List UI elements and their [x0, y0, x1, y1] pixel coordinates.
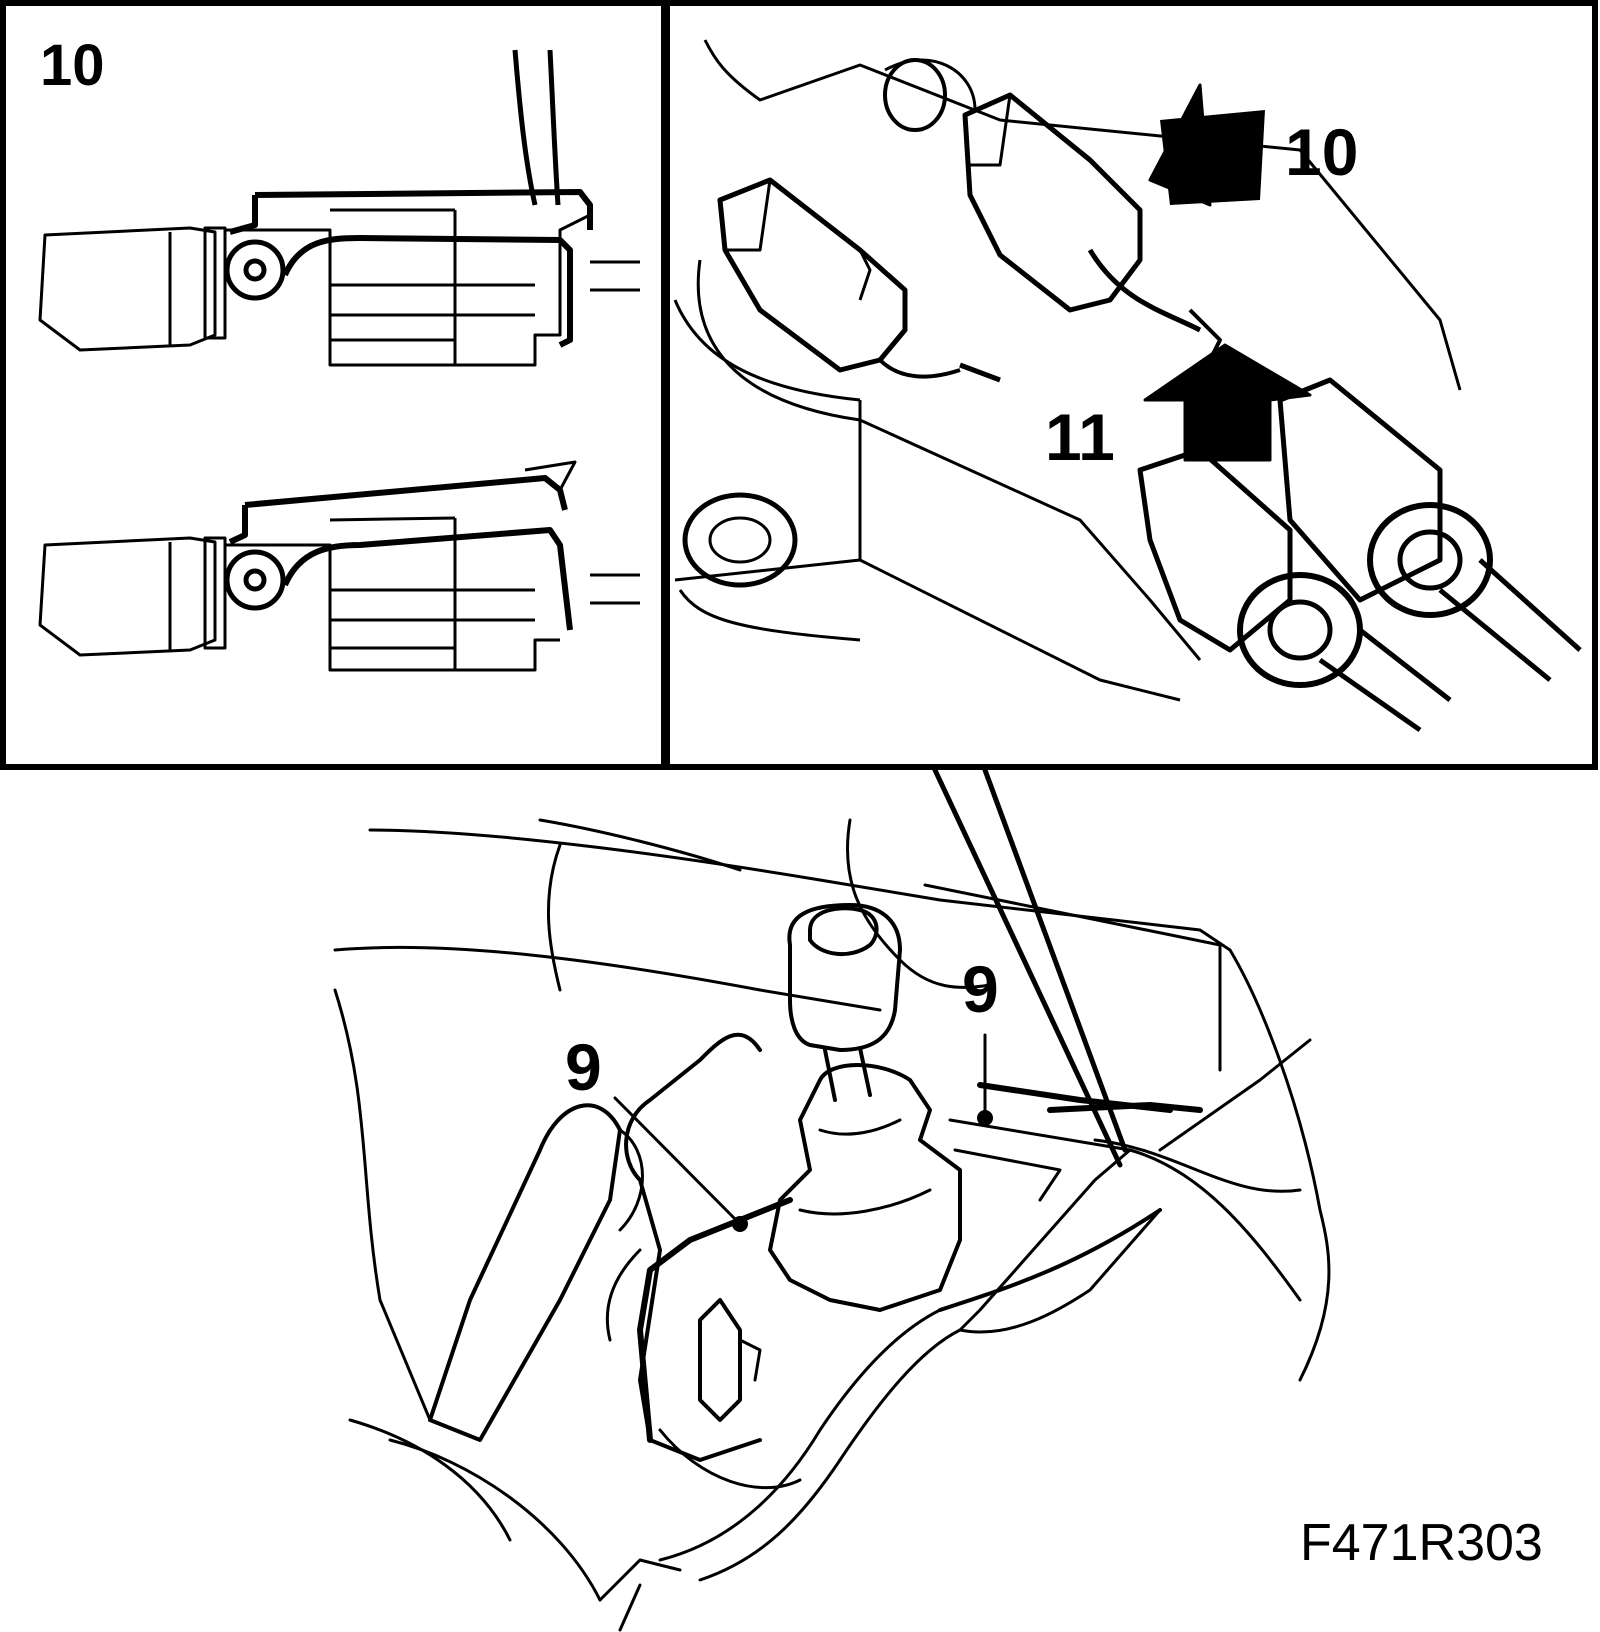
right-inset-callout-b: 11	[1045, 400, 1115, 474]
cable-connector-left	[717, 177, 1001, 383]
callout-leader-a	[613, 1096, 742, 1226]
cable-connector-bottom	[1137, 447, 1452, 733]
cable-connector-right	[1277, 377, 1582, 682]
main-callout-a: 9	[565, 1030, 602, 1104]
clip-closed-drawing	[38, 49, 640, 367]
figure-code: F471R303	[1300, 1514, 1543, 1572]
inset-frames	[0, 0, 1598, 770]
cable-connector-upper	[962, 92, 1222, 361]
right-inset-callout-a: 10	[1285, 115, 1358, 189]
clip-open-drawing	[38, 460, 640, 672]
right-inset: 10 11	[673, 39, 1582, 733]
left-inset: 10	[38, 33, 640, 672]
leader-line-right	[982, 767, 1128, 1153]
console-drawing	[333, 818, 1331, 1632]
arrow-11-icon	[1143, 343, 1312, 462]
main-callout-b: 9	[962, 952, 999, 1026]
right-inset-frame	[664, 0, 1598, 770]
main-view: 9 9	[333, 767, 1331, 1632]
left-inset-frame	[0, 0, 667, 770]
left-inset-callout: 10	[40, 33, 105, 98]
